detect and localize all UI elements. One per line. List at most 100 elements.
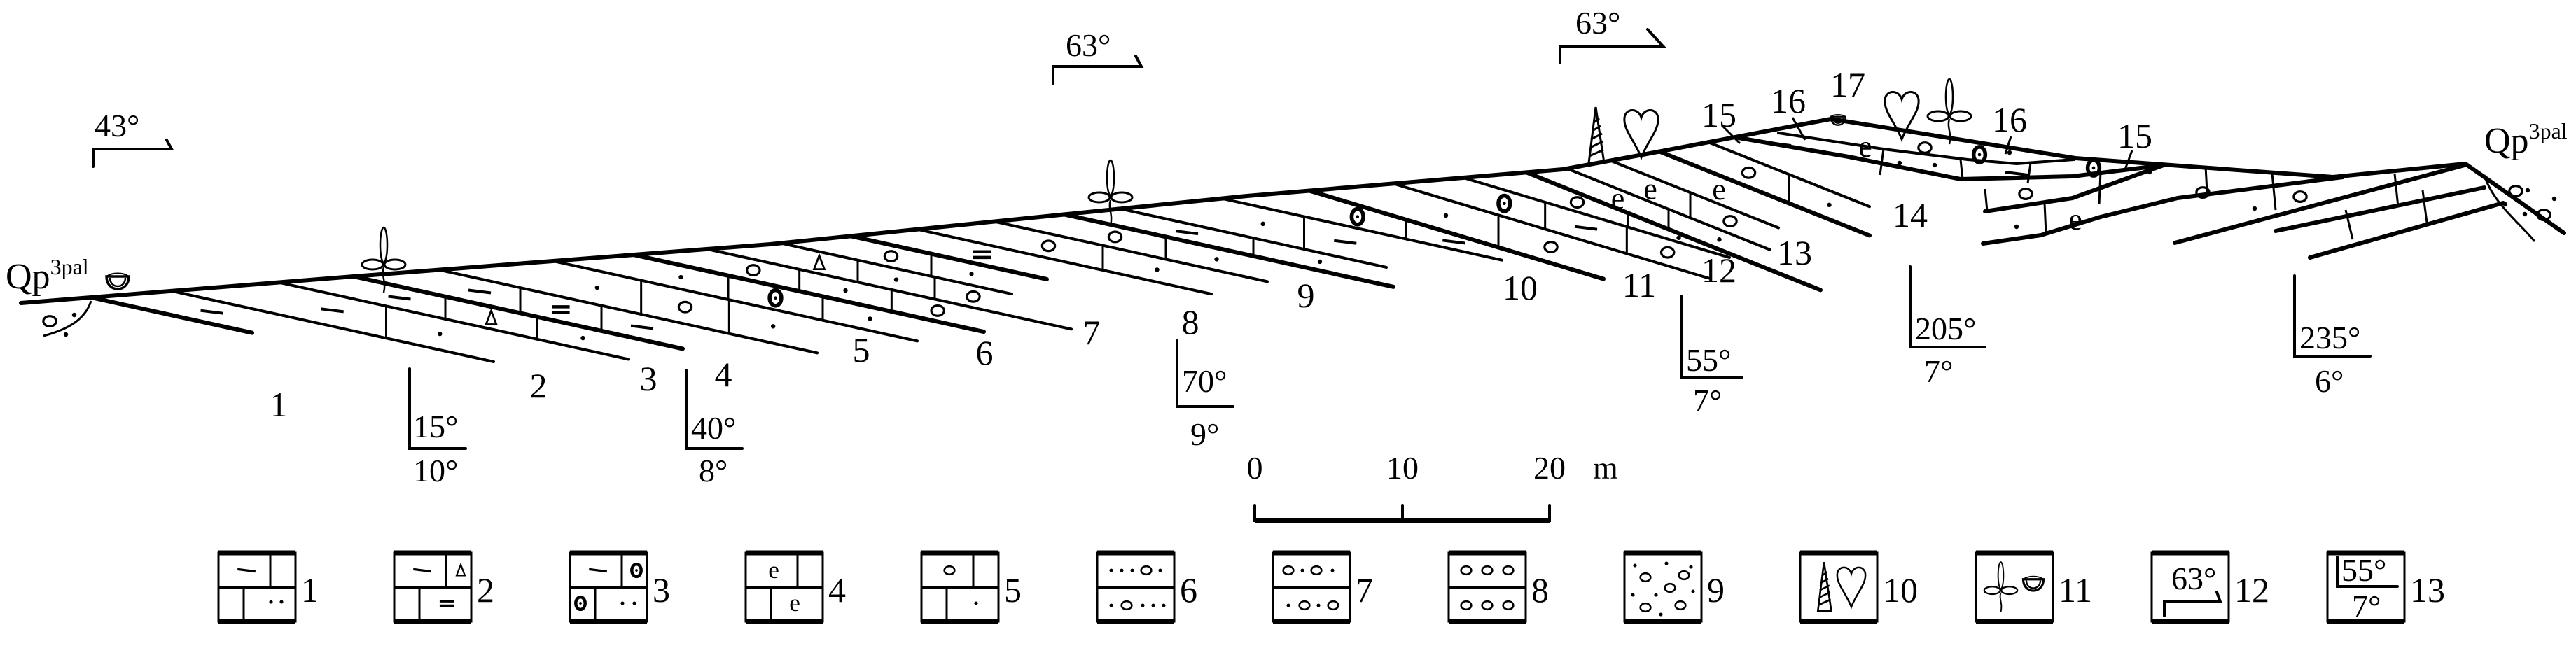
direction-angle: 63° (1575, 5, 1620, 41)
section-direction-43: 43° (92, 108, 174, 168)
legend-direction-symbol (2163, 591, 2222, 617)
legend-number: 6 (1180, 570, 1197, 610)
direction-angle: 43° (95, 108, 139, 143)
bed-number: 4 (715, 355, 732, 394)
legend-item-4: 4 (744, 550, 846, 624)
qp-main: Qp (6, 257, 50, 297)
legend-box (1799, 551, 1879, 623)
ring-symbol (632, 564, 641, 577)
dot-symbol (1158, 568, 1162, 572)
crest-fold-beds (1721, 117, 2505, 260)
bed-boundary-line (277, 281, 630, 361)
legend-item-6: 6 (1096, 550, 1197, 624)
section-direction-63a: 63° (1052, 27, 1144, 85)
bed-number: 1 (270, 385, 288, 424)
bed-number: 8 (1182, 302, 1199, 341)
dot-symbol (2007, 150, 2012, 155)
oval-symbol (1722, 215, 1738, 227)
bed-boundary-line (351, 274, 685, 351)
oval-symbol (1543, 240, 1559, 253)
dash-symbol (587, 568, 608, 573)
bed-numbers: 1 2 3 4 5 6 7 8 9 10 11 12 13 14 15 16 1… (270, 65, 2153, 424)
oval-symbol (2018, 188, 2033, 200)
dot-symbol (1689, 565, 1693, 569)
dip-value: 9° (1190, 416, 1219, 452)
oval-symbol (1678, 570, 1690, 581)
dip-value: 6° (2315, 363, 2344, 399)
bivalve-fossil-icon (2021, 575, 2045, 592)
scale-tick-label: 0 (1247, 450, 1263, 486)
dot-symbol (2147, 169, 2152, 175)
dot-symbol (678, 274, 683, 280)
bed-number: 15 (2117, 116, 2152, 155)
dash-symbol (2004, 171, 2029, 176)
legend-box (1623, 551, 1703, 623)
oval-symbol (1107, 230, 1123, 244)
oval-symbol (1481, 565, 1494, 576)
strata-layer (89, 141, 1872, 363)
dot-symbol (1631, 593, 1635, 597)
attitude-marker: 40° 8° (685, 369, 744, 488)
strike-value: 70° (1182, 363, 1227, 399)
e-symbol (1610, 183, 1625, 215)
qp-label-left: Qp3pal (6, 254, 89, 297)
qp-superscript: 3pal (2529, 118, 2568, 143)
oval-symbol (1639, 602, 1652, 613)
oval-symbol (1040, 239, 1057, 253)
dot-symbol (1120, 568, 1124, 572)
bed-number: 12 (1701, 251, 1736, 290)
dash-symbol (1332, 239, 1358, 245)
dot-symbol (868, 316, 872, 321)
oval-symbol (1298, 600, 1311, 611)
bed-number: 17 (1830, 65, 1865, 104)
legend-item-10: 10 (1799, 550, 1918, 624)
eq-symbol (973, 252, 991, 258)
dash-symbol (412, 568, 433, 573)
bed-number: 2 (530, 366, 548, 405)
dot-symbol (1214, 257, 1219, 262)
oval-symbol (1460, 565, 1473, 576)
ring-symbol (1351, 209, 1363, 225)
e-symbol (1712, 174, 1726, 206)
bed-boundary-line (849, 234, 1049, 281)
dash-symbol (387, 295, 412, 301)
strike-value: 205° (1915, 311, 1976, 346)
legend-dip-value: 7° (2352, 589, 2381, 624)
attitude-marker: 70° 9° (1176, 339, 1234, 452)
bed-number: 16 (1992, 100, 2027, 139)
dot-symbol (1897, 160, 1902, 166)
legend-number: 4 (828, 570, 846, 610)
dot-symbol (1151, 603, 1155, 607)
strike-value: 15° (413, 409, 458, 444)
dot-symbol (1286, 603, 1290, 607)
dot-symbol (580, 335, 585, 341)
legend-strike-value: 55° (2341, 552, 2386, 588)
dip-value: 7° (1924, 353, 1953, 389)
plant-fossil-icon (361, 226, 407, 294)
dot-symbol (1130, 568, 1134, 572)
dot-symbol (969, 272, 974, 276)
oval-symbol (1639, 572, 1652, 583)
bed-number: 14 (1893, 195, 1928, 234)
direction-angle: 63° (1066, 27, 1111, 63)
ground-surface-line (19, 117, 2566, 305)
legend-item-1: 1 (217, 550, 319, 624)
dot-symbol (1659, 612, 1663, 617)
tri-symbol (813, 254, 826, 271)
legend-number: 8 (1531, 570, 1549, 610)
bed-boundary-line (779, 241, 1013, 296)
legend-number: 12 (2234, 570, 2269, 610)
oval-symbol (1917, 141, 1933, 154)
dot-symbol (843, 288, 848, 293)
attitude-marker: 15° 10° (408, 367, 467, 488)
legend-number: 11 (2059, 570, 2092, 610)
bed-boundary-line (916, 227, 1213, 296)
strike-value: 235° (2299, 320, 2360, 355)
dash-symbol (1441, 239, 1467, 245)
dot-symbol (1330, 568, 1335, 572)
legend-number: 5 (1004, 570, 1022, 610)
dot-symbol (893, 277, 899, 282)
legend-item-3: 3 (569, 550, 670, 624)
oval-symbol (930, 304, 945, 317)
